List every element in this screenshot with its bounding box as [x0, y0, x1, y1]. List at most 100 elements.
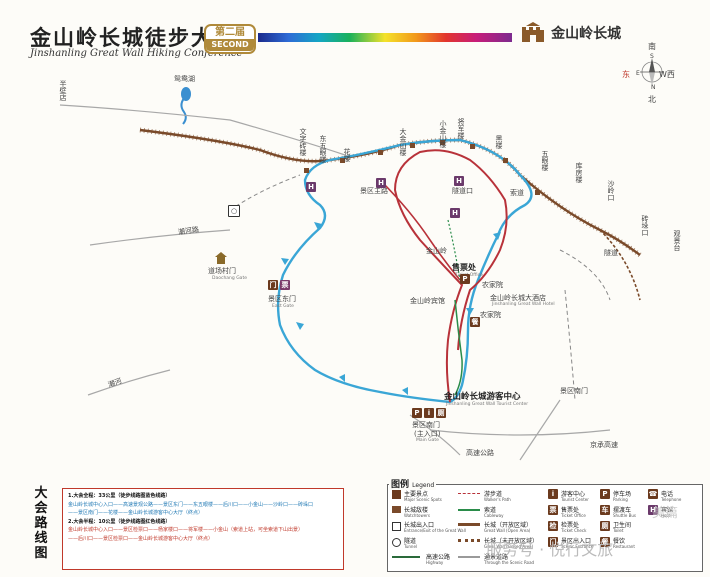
label-daochang: 道场村门 — [208, 267, 236, 275]
legend-icon-toilet: 厕 — [600, 521, 610, 531]
legend-title-en: Legend — [412, 482, 435, 489]
legend-item-11-en: Ticket Office — [561, 513, 586, 518]
hotel-icon-2: H — [450, 208, 460, 218]
half-route-branch — [379, 179, 461, 281]
logo: 金山岭长城 — [520, 22, 621, 44]
full-route-title: 1.大会全程：33公里（徒步线路图蓝色线路） — [68, 493, 171, 499]
legend-item-17-en: Restaurant — [613, 544, 635, 549]
label-south-gate-right: 景区南门 — [560, 387, 588, 395]
half-route-path — [393, 149, 508, 403]
legend-item-11: 售票处 — [561, 507, 580, 514]
label-jinshan-tower: 大金山楼 — [399, 128, 407, 156]
compass-icon — [640, 58, 664, 86]
legend-item-10: 游客中心 — [561, 491, 586, 498]
label-huayu: 花楼 — [343, 148, 351, 162]
legend-swatch-entrance — [392, 522, 401, 531]
label-reservoir: 鸳鸯湖 — [174, 75, 195, 83]
legend-icon-ticket-office: 票 — [548, 505, 558, 515]
toilet-icon: 厕 — [436, 408, 446, 418]
label-kurong: 库房楼 — [575, 162, 583, 183]
half-route-line-2: ——后川口——景区检票口——金山岭长城游客中心大厅（终点） — [68, 535, 214, 542]
label-east-five: 东五眼楼 — [319, 135, 327, 163]
legend-item-9-en: Through the Scenic Road — [484, 560, 535, 565]
dashed-roads — [229, 174, 611, 401]
legend-item-14-en: Parking — [613, 497, 628, 502]
label-heiyu: 黑楼 — [495, 135, 503, 149]
legend-item-9: 通景道路 — [484, 554, 509, 561]
legend-item-16: 卫生间 — [613, 522, 632, 529]
full-route-line-2: ——景区南门——花楼——金山岭长城游客中心大厅（终点） — [68, 510, 204, 517]
legend-item-12: 检票处 — [561, 522, 580, 529]
river-line — [180, 95, 187, 125]
label-wuyan: 五眼楼 — [541, 150, 549, 171]
page-title: 金山岭长城徒步大会 — [30, 25, 237, 50]
compass-east-label: 东 — [622, 70, 630, 79]
legend-item-12-en: Ticket Check — [561, 528, 587, 533]
label-tunnel-west: 隧道口 — [452, 187, 473, 195]
great-wall-logo-icon — [522, 22, 544, 42]
legend-item-18-en: Telephone — [661, 497, 682, 502]
label-lanyu: 隧道 — [604, 249, 618, 257]
legend-item-10-en: Tourist Center — [561, 497, 589, 502]
legend-icon-ticket-check: 检 — [548, 521, 558, 531]
legend-item-4-en: Highway — [426, 560, 444, 565]
legend-item-2-en: Entrance/Exit of the Great Wall — [404, 528, 466, 533]
legend-item-1: 长城敌楼 — [404, 507, 429, 514]
legend-item-19-en: Hotel — [661, 513, 672, 518]
legend-item-14: 停车场 — [613, 491, 632, 498]
compass-south-label: 北 — [648, 95, 656, 104]
legend-item-13-en: Scenic Entrance — [561, 544, 594, 549]
compass-west-label: W西 — [659, 70, 675, 79]
legend-item-5-en: Walker's Path — [484, 497, 511, 502]
legend-item-7: 长城（开放区域） — [484, 522, 533, 529]
label-daochang-en: Daochang Gate — [212, 276, 247, 281]
label-south-gate: 景区南门 — [412, 421, 440, 429]
half-route-line-1: 金山岭长城中心入口——景区检票口——杨家楼口——将军楼——小金山（索道上站，可坐… — [68, 527, 304, 534]
legend-item-6: 索道 — [484, 507, 497, 514]
legend-item-15: 摆渡车 — [613, 507, 632, 514]
info-icon: i — [424, 408, 434, 418]
label-cable: 索道 — [510, 189, 524, 197]
edition-cn-label: 第二届 — [215, 27, 245, 38]
legend-item-0: 主要景点 — [404, 491, 429, 498]
label-visitor-center-en: Jinshanling Great Wall Tourist Center — [446, 402, 529, 407]
edition-en-label: SECOND — [206, 39, 254, 51]
compass-n-letter: N — [651, 84, 656, 91]
compass-north-label: 南 — [648, 42, 656, 51]
route-arrows — [281, 222, 501, 395]
legend-swatch-watchtower — [392, 506, 401, 513]
scenic-roads — [59, 104, 611, 461]
full-route-line-1: 金山岭长城中心入口——高速景观公路——景区东门——东五眼楼——后川口——小金山—… — [68, 501, 314, 508]
label-tower-scenic: 观景台 — [673, 230, 681, 251]
legend-item-17: 餐饮 — [613, 538, 626, 545]
restaurant-icon: 餐 — [470, 317, 480, 327]
legend-item-6-en: Cableway — [484, 513, 504, 518]
ticket-icon: 票 — [280, 280, 290, 290]
legend-item-7-en: Great Wall (Open Area) — [484, 528, 531, 533]
tunnel-icon: ○ — [228, 205, 240, 217]
legend-icon-shuttle: 车 — [600, 505, 610, 515]
legend-swatch-highway — [392, 556, 420, 558]
label-ticket-office: 售票处 — [452, 263, 476, 272]
legend-swatch-tunnel — [392, 538, 401, 547]
legend-icon-hotel: H — [648, 505, 658, 515]
legend-swatch-walker — [458, 493, 480, 494]
label-east-gate: 景区东门 — [268, 295, 296, 303]
route-side-title: 大会路线图 — [34, 486, 48, 561]
logo-text: 金山岭长城 — [551, 26, 622, 42]
edition-badge: 第二届 SECOND — [204, 24, 256, 54]
route-description-box: 1.大会全程：33公里（徒步线路图蓝色线路） 金山岭长城中心入口——高速景观公路… — [62, 488, 344, 570]
hotel-icon: H — [454, 176, 464, 186]
label-visitor-center: 金山岭长城游客中心 — [444, 392, 521, 402]
parking-icon-south: P — [412, 408, 422, 418]
watermark: 服务号 · 悦行文旅 — [486, 540, 614, 559]
legend-swatch-wall-closed — [458, 539, 480, 542]
legend-item-18: 电话 — [661, 491, 674, 498]
cableway-upper — [447, 219, 461, 281]
compass-s-letter: S — [650, 53, 654, 60]
legend-item-8: 长城（未开放区域） — [484, 538, 539, 545]
label-south-gate-en: Main Gate — [416, 438, 439, 443]
label-hotel-en: Jinshanling Great Wall Hotel — [492, 302, 555, 307]
legend-title-cn: 图例 — [391, 480, 410, 490]
